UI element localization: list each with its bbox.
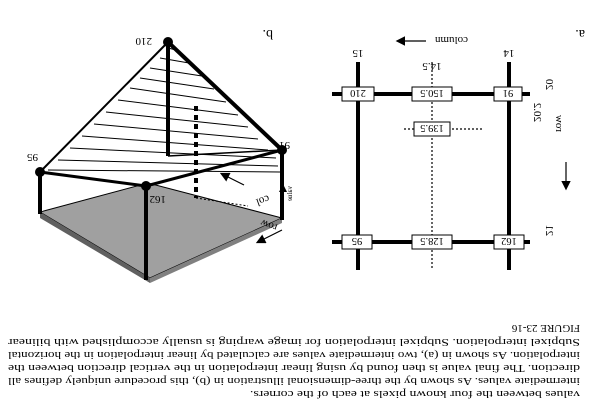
surface-hatching bbox=[47, 47, 281, 173]
row-arrow bbox=[255, 229, 283, 244]
panel-label-a: a. bbox=[575, 26, 585, 41]
value-bot-left: 162 bbox=[501, 235, 517, 246]
corner-label-left: 95 bbox=[27, 151, 39, 163]
value-box-bot-right: 95 bbox=[341, 234, 373, 250]
row-header-202: 20.2 bbox=[531, 103, 543, 122]
base-front-face bbox=[40, 212, 150, 283]
value-top-right: 210 bbox=[350, 87, 366, 98]
caption-title: FIGURE 23-16 bbox=[511, 322, 580, 334]
row-header-21: 21 bbox=[543, 225, 555, 236]
panel-label-b: b. bbox=[263, 26, 274, 41]
value-box-top-mid: 150.5 bbox=[411, 86, 453, 102]
value-box-bot-mid: 128.5 bbox=[411, 234, 453, 250]
edge-right-mid bbox=[167, 149, 283, 157]
col-arrow bbox=[219, 172, 245, 186]
row-axis-label: row bbox=[259, 216, 279, 233]
corner-label-right: 91 bbox=[279, 139, 290, 151]
value-axis-label: value bbox=[286, 186, 294, 201]
value-bot-right: 95 bbox=[352, 235, 363, 246]
corner-dot-bottom bbox=[141, 181, 151, 191]
corner-dot-right bbox=[277, 145, 287, 155]
col-header-145: 14.5 bbox=[422, 60, 442, 72]
value-top-mid: 150.5 bbox=[420, 87, 444, 98]
interp-floor-line bbox=[195, 197, 249, 207]
corner-label-top: 210 bbox=[135, 35, 152, 47]
value-bot-mid: 128.5 bbox=[420, 235, 444, 246]
row-direction-label: row bbox=[553, 115, 565, 132]
corner-dot-left bbox=[35, 167, 45, 177]
edge-top-right bbox=[166, 40, 284, 152]
column-direction-label: column bbox=[435, 34, 468, 46]
slope-back-face bbox=[40, 42, 168, 212]
value-mid: 139.5 bbox=[420, 122, 444, 133]
value-box-top-left: 91 bbox=[493, 86, 523, 102]
caption: FIGURE 23-16 Subpixel interpolation. Sub… bbox=[8, 322, 580, 400]
panel-a: 91 150.5 210 139.5 162 128.5 95 14 14.5 bbox=[332, 26, 585, 270]
corner-label-bottom: 162 bbox=[150, 193, 167, 205]
col-axis-label: col bbox=[254, 192, 271, 208]
caption-line-5: values between the four known pixels at … bbox=[250, 388, 580, 400]
col-header-15: 15 bbox=[352, 47, 364, 59]
edge-left-bottom bbox=[39, 170, 147, 188]
row-header-20: 20 bbox=[543, 79, 555, 91]
value-box-mid: 139.5 bbox=[413, 121, 451, 137]
edge-right-bottom bbox=[145, 148, 283, 188]
value-box-top-right: 210 bbox=[341, 86, 375, 102]
caption-line-1: Subpixel interpolation. Subpixel interpo… bbox=[8, 336, 580, 348]
col-header-14: 14 bbox=[503, 47, 515, 59]
caption-line-4: intermediate values. As shown by the thr… bbox=[8, 375, 580, 387]
caption-line-3: direction. The final value is then found… bbox=[8, 362, 580, 374]
value-box-bot-left: 162 bbox=[493, 234, 525, 250]
base-right-face bbox=[150, 218, 282, 283]
caption-line-2: interpolation. As shown in (a), two inte… bbox=[8, 349, 580, 361]
edge-top-left bbox=[39, 41, 169, 173]
corner-dot-top bbox=[163, 37, 173, 47]
value-top-left: 91 bbox=[503, 87, 514, 98]
panel-b: 210 91 95 162 col row value b. bbox=[27, 26, 294, 283]
